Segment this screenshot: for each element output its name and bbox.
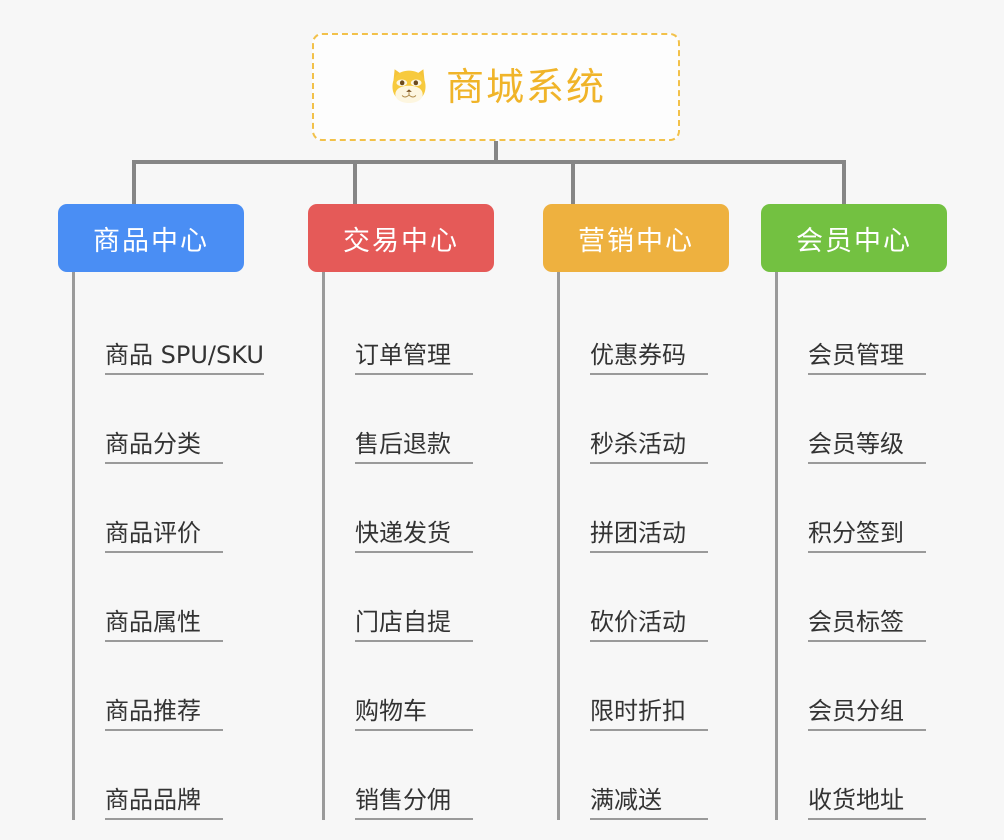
leaf-label: 商品分类 [105, 430, 223, 464]
connector-drop-1 [132, 160, 136, 204]
branch-column-4: 会员中心 会员管理 会员等级 积分签到 会员标签 会员分组 收货地址 [745, 204, 965, 820]
list-item[interactable]: 收货地址 [775, 731, 965, 820]
shiba-dog-face-icon [386, 62, 432, 112]
list-item[interactable]: 购物车 [322, 642, 528, 731]
list-item[interactable]: 限时折扣 [557, 642, 747, 731]
branch-stem-3 [557, 272, 560, 820]
list-item[interactable]: 积分签到 [775, 464, 965, 553]
list-item[interactable]: 商品品牌 [72, 731, 278, 820]
branch-items-4: 会员管理 会员等级 积分签到 会员标签 会员分组 收货地址 [775, 272, 965, 820]
branch-items-1: 商品 SPU/SKU 商品分类 商品评价 商品属性 商品推荐 商品品牌 [72, 272, 278, 820]
branch-items-2: 订单管理 售后退款 快递发货 门店自提 购物车 销售分佣 [322, 272, 528, 820]
leaf-label: 会员标签 [808, 608, 926, 642]
leaf-label: 销售分佣 [355, 786, 473, 820]
leaf-label: 订单管理 [355, 341, 473, 375]
connector-drop-3 [571, 160, 575, 204]
list-item[interactable]: 优惠券码 [557, 286, 747, 375]
list-item[interactable]: 会员标签 [775, 553, 965, 642]
category-box-1[interactable]: 商品中心 [58, 204, 244, 272]
connector-horizontal-bus [132, 160, 846, 164]
leaf-label: 会员等级 [808, 430, 926, 464]
list-item[interactable]: 门店自提 [322, 553, 528, 642]
list-item[interactable]: 快递发货 [322, 464, 528, 553]
list-item[interactable]: 商品 SPU/SKU [72, 286, 278, 375]
list-item[interactable]: 商品推荐 [72, 642, 278, 731]
leaf-label: 收货地址 [808, 786, 926, 820]
leaf-label: 积分签到 [808, 519, 926, 553]
leaf-label: 砍价活动 [590, 608, 708, 642]
leaf-label: 会员管理 [808, 341, 926, 375]
connector-drop-2 [353, 160, 357, 204]
category-box-4[interactable]: 会员中心 [761, 204, 947, 272]
root-title: 商城系统 [445, 65, 606, 109]
list-item[interactable]: 商品评价 [72, 464, 278, 553]
leaf-label: 优惠券码 [590, 341, 708, 375]
list-item[interactable]: 拼团活动 [557, 464, 747, 553]
branch-stem-1 [72, 272, 75, 820]
leaf-label: 拼团活动 [590, 519, 708, 553]
leaf-label: 商品属性 [105, 608, 223, 642]
list-item[interactable]: 会员等级 [775, 375, 965, 464]
connector-root-vertical [494, 141, 498, 163]
leaf-label: 限时折扣 [590, 697, 708, 731]
root-node[interactable]: 商城系统 [312, 33, 680, 141]
branch-column-2: 交易中心 订单管理 售后退款 快递发货 门店自提 购物车 销售分佣 [308, 204, 528, 820]
branch-stem-2 [322, 272, 325, 820]
list-item[interactable]: 销售分佣 [322, 731, 528, 820]
list-item[interactable]: 会员分组 [775, 642, 965, 731]
leaf-label: 商品评价 [105, 519, 223, 553]
list-item[interactable]: 订单管理 [322, 286, 528, 375]
list-item[interactable]: 满减送 [557, 731, 747, 820]
leaf-label: 购物车 [355, 697, 473, 731]
branch-items-3: 优惠券码 秒杀活动 拼团活动 砍价活动 限时折扣 满减送 [557, 272, 747, 820]
list-item[interactable]: 商品分类 [72, 375, 278, 464]
leaf-label: 会员分组 [808, 697, 926, 731]
branch-column-1: 商品中心 商品 SPU/SKU 商品分类 商品评价 商品属性 商品推荐 商品品牌 [58, 204, 278, 820]
connector-drop-4 [842, 160, 846, 204]
leaf-label: 商品品牌 [105, 786, 223, 820]
list-item[interactable]: 商品属性 [72, 553, 278, 642]
leaf-label: 满减送 [590, 786, 708, 820]
list-item[interactable]: 会员管理 [775, 286, 965, 375]
leaf-label: 商品推荐 [105, 697, 223, 731]
branch-column-3: 营销中心 优惠券码 秒杀活动 拼团活动 砍价活动 限时折扣 满减送 [527, 204, 747, 820]
category-box-2[interactable]: 交易中心 [308, 204, 494, 272]
leaf-label: 商品 SPU/SKU [105, 341, 264, 375]
leaf-label: 门店自提 [355, 608, 473, 642]
list-item[interactable]: 售后退款 [322, 375, 528, 464]
list-item[interactable]: 砍价活动 [557, 553, 747, 642]
leaf-label: 秒杀活动 [590, 430, 708, 464]
branch-stem-4 [775, 272, 778, 820]
category-box-3[interactable]: 营销中心 [543, 204, 729, 272]
list-item[interactable]: 秒杀活动 [557, 375, 747, 464]
leaf-label: 售后退款 [355, 430, 473, 464]
leaf-label: 快递发货 [355, 519, 473, 553]
